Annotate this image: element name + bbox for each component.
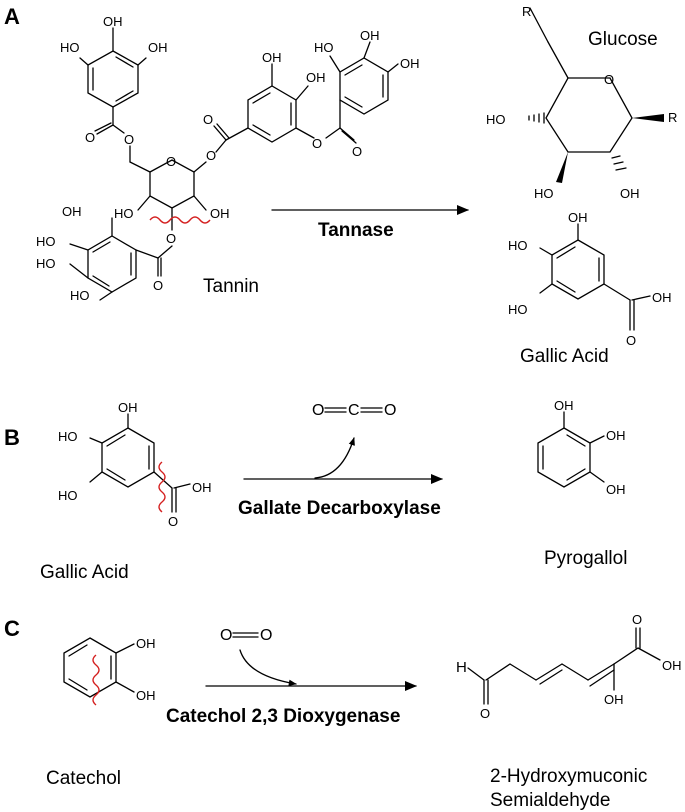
panel-label-c: C [4,616,20,641]
atom-ho: HO [70,288,90,303]
enzyme-label-c: Catechol 2,3 Dioxygenase [166,706,400,727]
atom-o: O [604,72,614,87]
atom-oh: OH [604,692,624,707]
atom-ho: HO [314,40,334,55]
atom-oh: OH [210,206,230,221]
atom-o: O [632,612,642,627]
galloyl-ring-top-right: O HO OH OH [314,28,420,159]
atom-oh: OH [62,204,82,219]
atom-ho: HO [508,238,528,253]
product-label-c-line1: 2-Hydroxymuconic [490,766,647,787]
glucose-label: Glucose [588,29,658,50]
glucose-core: O HO OH O O [114,148,230,246]
galloyl-ring-bottom-left: O OH HO HO HO [36,204,173,303]
enzyme-label-a: Tannase [318,220,394,241]
enzyme-label-b: Gallate Decarboxylase [238,498,441,519]
o2-molecule: O O [220,627,272,644]
atom-o: O [168,514,178,529]
atom-r: R [668,110,677,125]
atom-oh: OH [148,40,168,55]
hashed-bond [611,155,627,171]
atom-o: O [312,136,322,151]
wedge-bond [632,114,664,122]
pyrogallol-structure: OH OH OH [537,398,626,497]
atom-o: O [480,706,490,721]
galloyl-ring-top-left: OH HO OH O O [60,14,168,173]
atom-oh: OH [620,186,640,201]
o2-uptake-arrow [239,649,297,686]
catechol-label: Catechol [46,768,121,789]
gallic-acid-structure-a: OH HO HO O OH [508,210,672,348]
galloyl-ring-middle: O OH OH O [203,50,341,153]
co2-carbon: C [348,402,360,419]
atom-r: R [522,4,531,19]
atom-o: O [203,112,213,127]
gallic-acid-label-b: Gallic Acid [40,562,129,583]
atom-o: O [153,278,163,293]
atom-oh: OH [606,428,626,443]
atom-ho: HO [508,302,528,317]
atom-ho: HO [36,234,56,249]
atom-h: H [456,659,467,676]
co2-release-arrow [314,437,355,479]
atom-oh: OH [554,398,574,413]
gallic-acid-structure-b: OH HO HO O OH [58,400,212,529]
atom-oh: OH [136,688,156,703]
atom-oh: OH [568,210,588,225]
tannin-structure: OH HO OH O O O HO OH O O [36,14,420,303]
atom-o: O [626,333,636,348]
product-label-c-line2: Semialdehyde [490,790,610,811]
co2-oxygen: O [384,402,396,419]
atom-oh: OH [306,70,326,85]
atom-ho: HO [58,488,78,503]
atom-ho: HO [114,206,134,221]
panel-label-a: A [4,4,20,29]
panel-label-b: B [4,425,20,450]
atom-oh: OH [262,50,282,65]
co2-oxygen: O [312,402,324,419]
atom-oh: OH [360,28,380,43]
gallic-acid-label-a: Gallic Acid [520,346,609,367]
atom-ho: HO [36,256,56,271]
o2-oxygen: O [260,627,272,644]
atom-o: O [166,231,176,246]
cleavage-mark [158,461,166,513]
glucose-structure: R O R Glucose HO HO OH [486,4,677,201]
atom-oh: OH [136,636,156,651]
hydroxymuconic-semialdehyde-structure: H O OH O OH [456,612,682,721]
hashed-bond [528,112,545,124]
atom-o: O [352,144,362,159]
atom-o: O [206,148,216,163]
atom-o: O [85,130,95,145]
atom-ho: HO [60,40,80,55]
cleavage-mark [149,216,211,224]
atom-oh: OH [192,480,212,495]
atom-oh: OH [103,14,123,29]
atom-ho: HO [58,429,78,444]
atom-oh: OH [606,482,626,497]
o2-oxygen: O [220,627,232,644]
catechol-structure: OH OH [63,636,156,706]
atom-o: O [166,154,176,169]
atom-ho: HO [534,186,554,201]
atom-o: O [124,132,134,147]
co2-molecule: O C O [312,402,396,419]
wedge-bond [556,152,568,183]
atom-oh: OH [652,290,672,305]
atom-oh: OH [662,658,682,673]
atom-ho: HO [486,112,506,127]
pyrogallol-label: Pyrogallol [544,548,627,569]
atom-oh: OH [118,400,138,415]
cleavage-mark [92,654,100,706]
tannin-label: Tannin [203,276,259,297]
atom-oh: OH [400,56,420,71]
